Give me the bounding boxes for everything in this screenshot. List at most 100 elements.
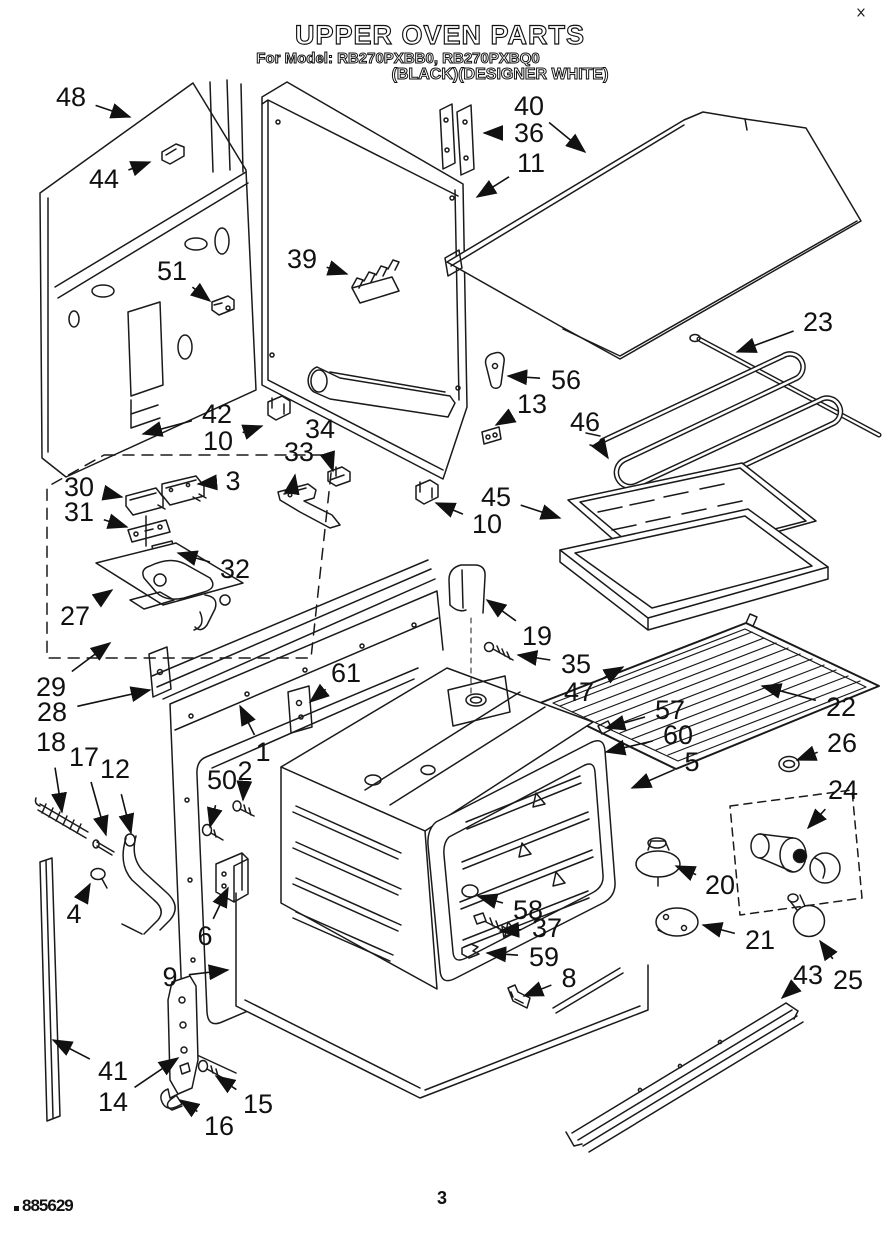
- part-35-screw: [483, 641, 514, 661]
- callout-32: 32: [176, 550, 250, 584]
- callout-17: 17: [69, 742, 109, 837]
- part-4-plug: [90, 867, 108, 889]
- callout-46: 46: [570, 407, 609, 460]
- callout-61: 61: [308, 658, 361, 704]
- svg-text:32: 32: [220, 554, 250, 584]
- svg-text:31: 31: [64, 497, 94, 527]
- part-10-clip-left: [267, 395, 291, 421]
- part-19-vent-tube: [448, 564, 486, 695]
- svg-text:51: 51: [157, 256, 187, 286]
- part-14-lower-hinge: [166, 975, 199, 1111]
- part-61-switch-plate: [287, 685, 313, 734]
- part-58-knockout: [461, 884, 479, 898]
- svg-text:40: 40: [514, 91, 544, 121]
- svg-text:39: 39: [287, 244, 317, 274]
- svg-text:8: 8: [561, 963, 576, 993]
- svg-text:45: 45: [481, 482, 511, 512]
- svg-text:42: 42: [202, 399, 232, 429]
- callout-48: 48: [56, 82, 132, 119]
- callout-40: 40: [514, 91, 587, 154]
- callout-22: 22: [760, 683, 856, 722]
- part-39-terminal-block: [351, 259, 400, 304]
- svg-text:57: 57: [655, 695, 685, 725]
- svg-text:37: 37: [532, 913, 562, 943]
- svg-text:5: 5: [684, 747, 699, 777]
- svg-text:48: 48: [56, 82, 86, 112]
- svg-text:3: 3: [225, 466, 240, 496]
- wrapper-vent-duct: [307, 366, 456, 418]
- svg-text:10: 10: [472, 509, 502, 539]
- base-trim-rail: [552, 967, 624, 1014]
- callout-23: 23: [735, 307, 833, 353]
- svg-text:59: 59: [529, 942, 559, 972]
- callout-31: 31: [64, 497, 129, 529]
- callout-30: 30: [64, 472, 124, 502]
- doc-number: 885629: [14, 1196, 74, 1216]
- part-36-hinge-plates: [439, 103, 475, 176]
- callout-27: 27: [60, 589, 114, 631]
- callout-16: 16: [178, 1099, 234, 1141]
- svg-text:20: 20: [705, 870, 735, 900]
- part-48-back-panel: [39, 82, 257, 478]
- part-5-oven-cavity: [280, 667, 616, 990]
- callout-44: 44: [89, 161, 152, 194]
- part-8-bracket: [507, 984, 531, 1009]
- part-16-clip: [160, 1088, 183, 1109]
- callout-2: 2: [236, 756, 253, 802]
- part-6-bracket: [215, 852, 249, 903]
- svg-text:26: 26: [827, 728, 857, 758]
- callout-10: 10: [434, 502, 502, 539]
- svg-text:47: 47: [564, 677, 594, 707]
- part-13-plate: [481, 426, 502, 445]
- callout-34: 34: [305, 414, 335, 473]
- svg-text:10: 10: [203, 426, 233, 456]
- part-27-latch-assembly: [95, 542, 244, 631]
- svg-text:58: 58: [513, 895, 543, 925]
- svg-text:28: 28: [37, 697, 67, 727]
- svg-text:13: 13: [517, 389, 547, 419]
- part-29-support-rail: [151, 559, 436, 700]
- callout-5: 5: [630, 747, 700, 789]
- svg-text:22: 22: [826, 692, 856, 722]
- svg-text:15: 15: [243, 1089, 273, 1119]
- callout-3: 3: [196, 466, 241, 496]
- svg-text:4: 4: [66, 899, 81, 929]
- part-50-ferrule: [201, 823, 224, 841]
- svg-text:35: 35: [561, 649, 591, 679]
- svg-text:11: 11: [517, 148, 545, 178]
- part-34-block: [327, 466, 351, 487]
- callout-14: 14: [98, 1057, 180, 1117]
- callout-51: 51: [157, 256, 212, 302]
- svg-text:43: 43: [793, 960, 823, 990]
- svg-text:23: 23: [803, 307, 833, 337]
- part-9-base: [235, 892, 649, 1099]
- callout-6: 6: [197, 886, 229, 951]
- svg-text:21: 21: [745, 925, 775, 955]
- rear-chase-strip: [209, 79, 244, 173]
- callout-45: 45: [481, 482, 562, 520]
- callout-1: 1: [239, 704, 271, 767]
- part-25-bulb: [787, 893, 826, 938]
- page-number: 3: [437, 1188, 448, 1208]
- part-23-element-rod: [689, 333, 882, 438]
- callout-26: 26: [795, 728, 857, 761]
- part-3-switch: [161, 475, 207, 506]
- part-21-cover: [655, 907, 699, 937]
- part-12-hinge-arm: [121, 833, 176, 935]
- callout-33: 33: [283, 437, 314, 496]
- part-20-grommet-probe: [635, 837, 681, 887]
- callout-8: 8: [522, 963, 577, 997]
- callout-35: 35: [516, 649, 591, 679]
- part-2-screw: [232, 800, 255, 817]
- svg-text:18: 18: [36, 727, 66, 757]
- callout-29: 29: [36, 642, 112, 702]
- part-40-main-top: [444, 111, 862, 360]
- model-line: For Model: RB270PXBB0, RB270PXBQ0: [256, 50, 540, 68]
- part-51-bracket: [211, 295, 235, 316]
- part-31-plate: [127, 519, 171, 543]
- part-17-pin: [92, 839, 115, 856]
- svg-text:36: 36: [514, 118, 544, 148]
- svg-text:50: 50: [207, 765, 237, 795]
